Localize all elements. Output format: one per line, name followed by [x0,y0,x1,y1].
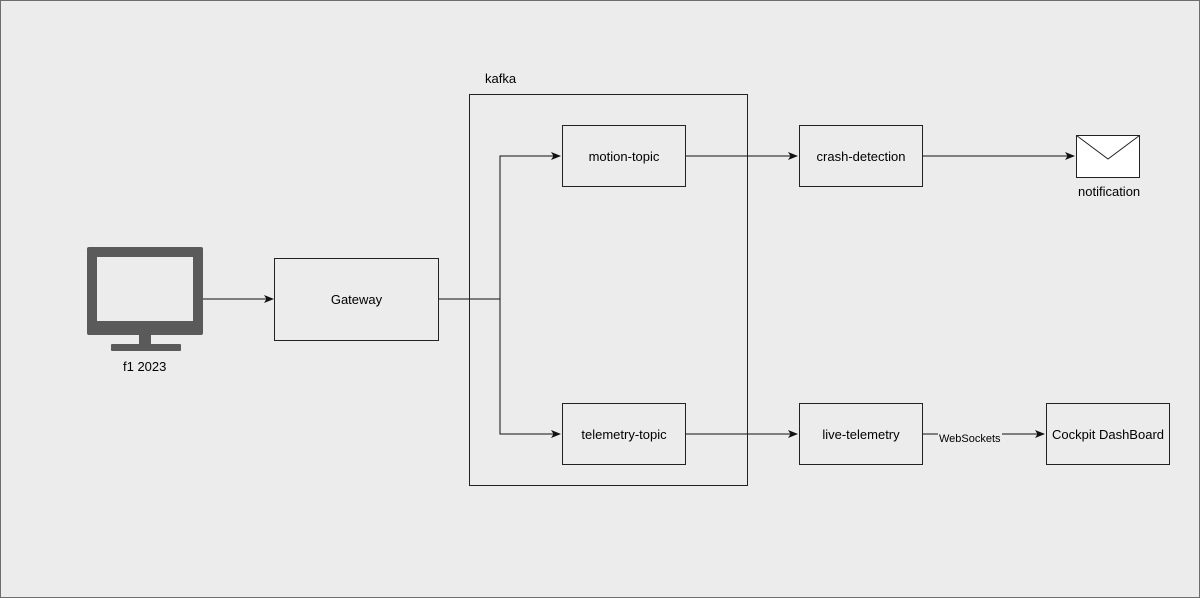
telemetry-topic-label: telemetry-topic [581,426,667,442]
notification-label: notification [1078,184,1141,199]
motion-topic-node: motion-topic [562,125,686,187]
kafka-label: kafka [485,71,517,86]
source-label: f1 2023 [123,359,167,374]
gateway-node: Gateway [274,258,439,341]
telemetry-topic-node: telemetry-topic [562,403,686,465]
envelope-icon [1076,135,1140,178]
crash-detection-label: crash-detection [816,148,906,164]
motion-topic-label: motion-topic [588,148,660,164]
websockets-edge-label: WebSockets [938,433,1002,445]
live-telemetry-node: live-telemetry [799,403,923,465]
live-telemetry-label: live-telemetry [822,426,900,442]
crash-detection-node: crash-detection [799,125,923,187]
cockpit-dashboard-node: Cockpit DashBoard [1046,403,1170,465]
gateway-label: Gateway [330,292,383,307]
monitor-icon [87,247,203,351]
kafka-container [469,94,748,486]
edge-gateway-to-telemetry-topic [499,299,561,438]
cockpit-dashboard-label: Cockpit DashBoard [1052,426,1164,442]
